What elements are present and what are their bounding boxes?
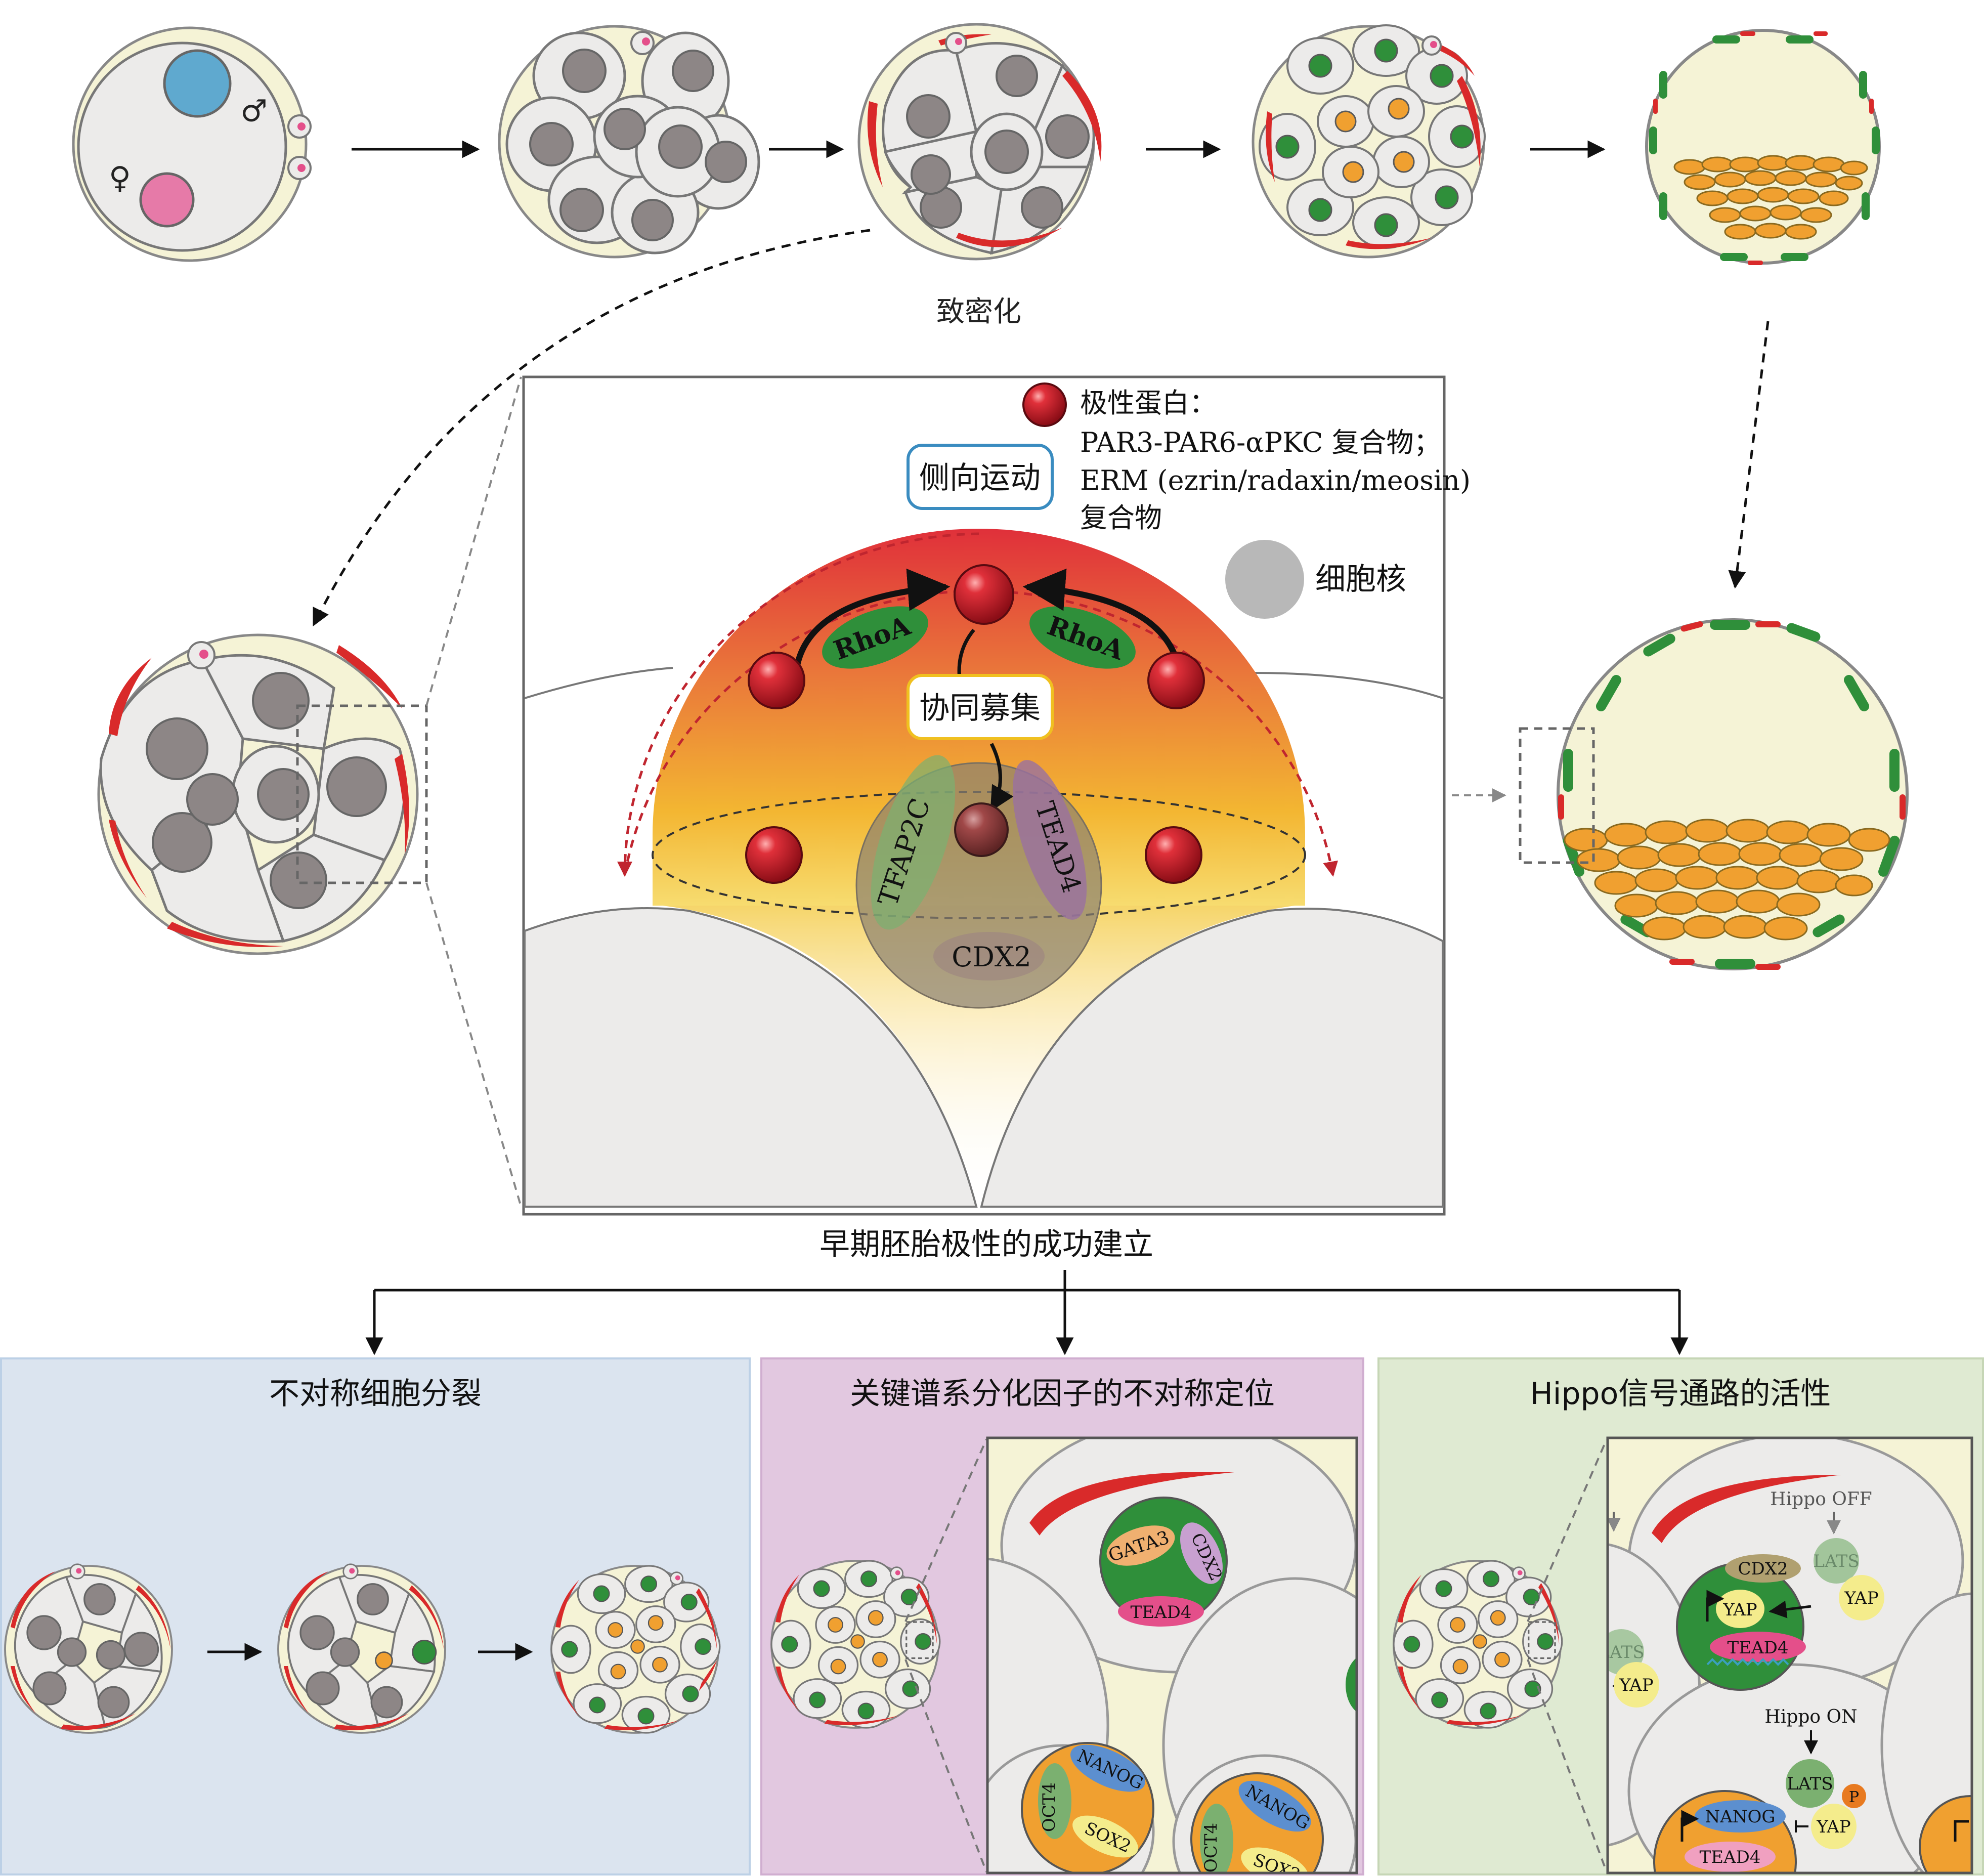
stage-compacted: 致密化 [857,23,1102,328]
stage-zygote: ♂ ♀ [72,26,312,262]
panel-asymmetric-division: 不对称细胞分裂 [0,1357,751,1875]
cooperative-recruitment-label: 协同募集 [919,691,1041,726]
lats-off: LATS [1813,1551,1859,1571]
nucleus-legend-icon [1225,540,1304,619]
panel-hippo-signaling: Hippo信号通路的活性 [1377,1357,1984,1875]
compacted-embryo-detail [97,376,522,1207]
blastocyst-detail [1452,618,1909,970]
male-pronucleus [163,49,232,118]
phospho-label: P [1849,1788,1859,1806]
polarity-protein-balls [745,564,1205,884]
hippo-off-label: Hippo OFF [1770,1489,1872,1510]
legend-polarity-title: 极性蛋白： [1080,387,1217,419]
polarity-main-panel: TFAP2C TEAD4 CDX2 RhoA RhoA 侧向运动 协同募集 [522,375,1471,1216]
stage-8-cell [498,25,760,259]
panel-asymmetric-localization: 关键谱系分化因子的不对称定位 [760,1357,1364,1875]
lateral-movement-label: 侧向运动 [919,460,1041,496]
lats-side: LATS [1598,1642,1644,1662]
legend-nucleus-label: 细胞核 [1315,562,1406,597]
connector-dashed [1728,321,1770,589]
connector-dashed [312,229,871,627]
stage-blastocyst [1645,29,1881,265]
stage-morula [1252,24,1486,259]
yap-off: YAP [1844,1588,1878,1608]
cdx2-label-p3: CDX2 [1738,1559,1788,1579]
oct4-label-a: OCT4 [1039,1782,1059,1832]
legend: 极性蛋白： PAR3-PAR6-αPKC 复合物； ERM (ezrin/rad… [1022,382,1471,619]
panel2-title: 关键谱系分化因子的不对称定位 [850,1376,1275,1412]
nanog-hippo: NANOG [1705,1807,1775,1827]
panel3-title: Hippo信号通路的活性 [1530,1376,1831,1412]
male-symbol: ♂ [240,94,268,129]
tead4-icm: TEAD4 [1700,1847,1761,1867]
zoom-box [296,704,428,884]
female-pronucleus [139,172,195,228]
yap-nuclear: YAP [1722,1600,1757,1620]
lats-on: LATS [1787,1774,1833,1794]
legend-polarity-line3: ERM (ezrin/radaxin/meosin) [1080,464,1471,496]
hippo-on-label: Hippo ON [1764,1707,1857,1727]
top-row-stages: ♂ ♀ [72,23,1881,328]
legend-polarity-line4: 复合物 [1080,502,1162,534]
main-panel-caption: 早期胚胎极性的成功建立 [820,1227,1153,1262]
tead4-nuclear: TEAD4 [1728,1638,1789,1658]
yap-side: YAP [1619,1675,1653,1695]
tead4-label-p2: TEAD4 [1131,1602,1192,1623]
female-symbol: ♀ [109,160,131,196]
oct4-label-b: OCT4 [1201,1823,1221,1872]
panel1-title: 不对称细胞分裂 [269,1376,482,1412]
cdx2-label: CDX2 [952,941,1031,973]
compaction-label: 致密化 [936,295,1021,328]
yap-on: YAP [1816,1817,1850,1837]
zoom-box [1519,727,1595,864]
branch-arrows [365,1270,1689,1355]
polarity-protein-icon [1022,382,1067,427]
legend-polarity-line2: PAR3-PAR6-αPKC 复合物； [1080,427,1441,458]
